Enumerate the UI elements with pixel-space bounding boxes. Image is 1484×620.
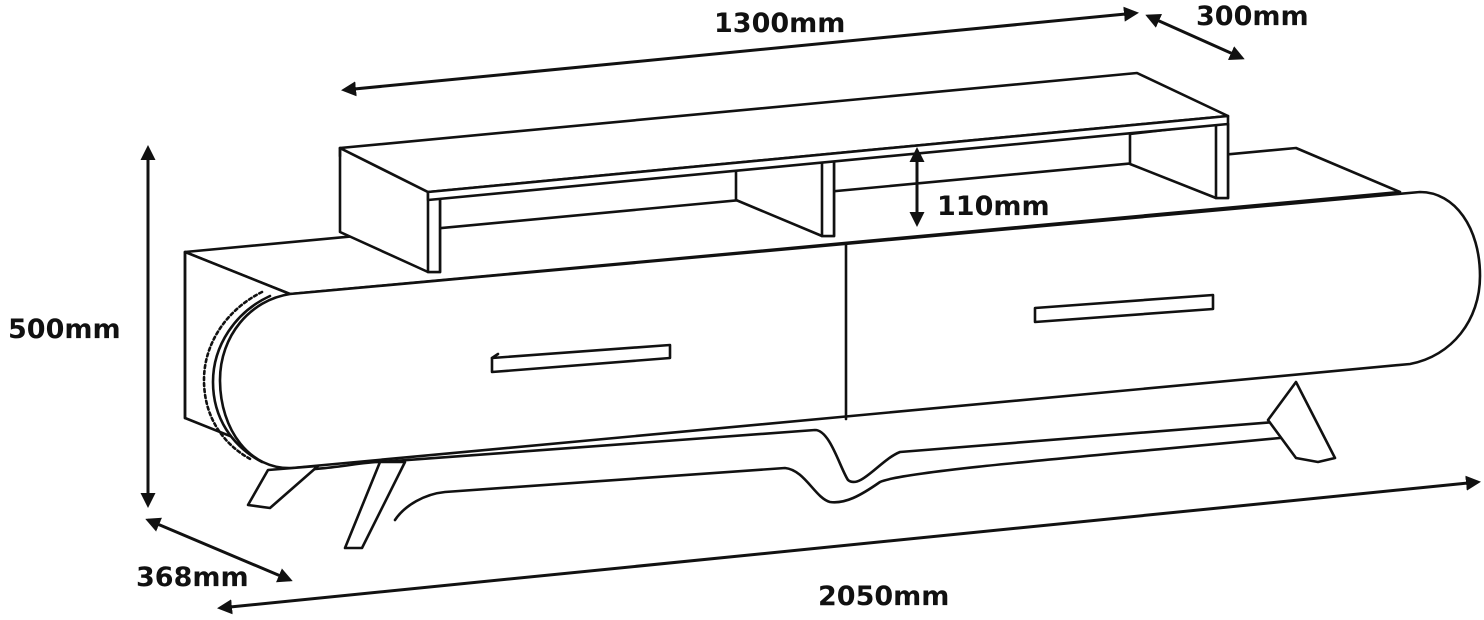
leg-back-left — [246, 464, 320, 510]
label-shelf-clearance: 110mm — [937, 191, 1050, 222]
shelf-right-panel-edge — [1214, 122, 1230, 200]
left-handle-edge — [490, 352, 500, 360]
right-drawer-handle — [1033, 293, 1215, 324]
label-total-width: 2050mm — [818, 581, 949, 612]
label-total-height: 500mm — [8, 314, 121, 345]
label-total-depth: 368mm — [136, 562, 249, 593]
left-end-cap-rim — [202, 290, 264, 462]
tv-unit-drawing — [183, 71, 1482, 550]
leg-front-right — [1266, 380, 1337, 464]
left-drawer-handle — [490, 343, 672, 374]
shelf-left-panel-edge — [426, 190, 442, 274]
arrow-total-width — [217, 475, 1481, 615]
arrow-shelf-depth — [1145, 14, 1245, 60]
shelf-top-board-front — [426, 114, 1230, 202]
arrow-shelf-width — [341, 6, 1139, 97]
shelf-middle-divider-edge — [820, 156, 836, 238]
cabinet-front-panel — [218, 190, 1482, 470]
label-shelf-width: 1300mm — [714, 8, 845, 39]
label-shelf-depth: 300mm — [1196, 1, 1309, 32]
dimension-arrows — [140, 6, 1481, 615]
